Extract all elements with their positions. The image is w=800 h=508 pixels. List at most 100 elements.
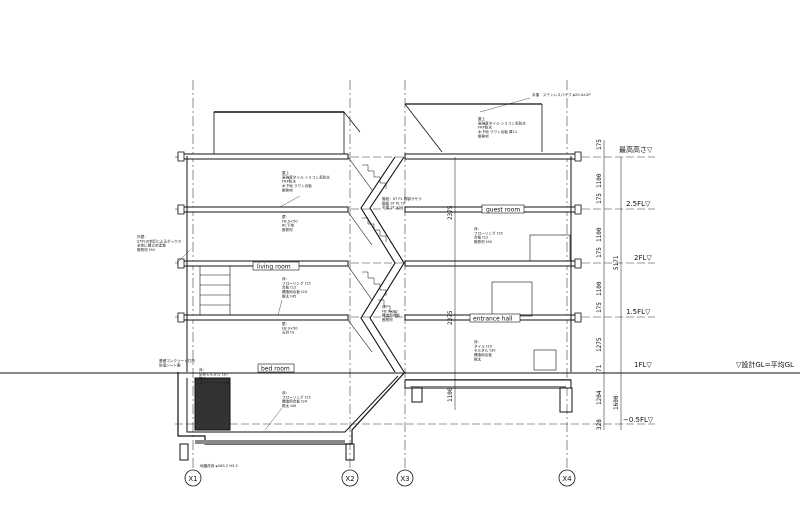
level-labels: 最高高さ▽ 2.5FL▽ 2FL▽ 1.5FL▽ 1FL▽ ▽設計GL=平均GL… bbox=[619, 145, 794, 424]
entrance-hall-label-box bbox=[469, 313, 521, 323]
handrail-slope bbox=[343, 111, 361, 133]
foundation-hatch bbox=[195, 440, 345, 444]
grid-label-x1: X1 bbox=[188, 475, 197, 483]
grid-bubbles: X1 X2 X3 X4 bbox=[184, 469, 576, 487]
leader bbox=[277, 299, 283, 316]
pier bbox=[559, 387, 573, 413]
dimension-chain-right bbox=[603, 140, 622, 430]
interior-elements bbox=[199, 234, 571, 371]
entrance-hatch bbox=[410, 386, 566, 388]
marker bbox=[177, 151, 185, 162]
level-label-2fl: 2FL▽ bbox=[634, 254, 652, 262]
dim-text: 175 bbox=[596, 302, 603, 313]
pile bbox=[179, 443, 189, 461]
treads bbox=[362, 271, 387, 296]
dim-text: 175 bbox=[596, 193, 603, 204]
slab-2fl-right bbox=[404, 260, 582, 267]
entrance-hall-label: entrance hall bbox=[473, 316, 513, 323]
bed-room-label: bed room bbox=[261, 366, 290, 373]
dim-text: 71 bbox=[596, 364, 603, 372]
dim-text: 175 bbox=[596, 139, 603, 150]
bed-room-label-box bbox=[257, 363, 295, 373]
marker bbox=[574, 204, 582, 215]
note-footing: 地盤改良 φ165.2 H3.5 bbox=[200, 463, 238, 468]
dimension-texts-right: 175 1100 175 1100 175 1100 175 1275 71 1… bbox=[596, 139, 620, 430]
marker bbox=[574, 151, 582, 162]
living-room-label-box bbox=[252, 261, 300, 271]
dim-total: 5171 bbox=[613, 255, 620, 270]
stair-rail bbox=[347, 211, 373, 246]
slab-top-left bbox=[177, 153, 349, 160]
grid-label-x4: X4 bbox=[562, 475, 572, 483]
dim-text: 1204 bbox=[596, 390, 603, 405]
treads bbox=[362, 217, 387, 242]
dim-text: 328 bbox=[596, 419, 603, 430]
basement-storage bbox=[194, 377, 231, 431]
basement-inner bbox=[186, 375, 399, 433]
slab-25fl-left bbox=[177, 206, 349, 213]
pier bbox=[411, 387, 423, 403]
grid-label-x2: X2 bbox=[345, 475, 354, 483]
grid-label-x3: X3 bbox=[400, 475, 409, 483]
dim-total: 1600 bbox=[613, 395, 620, 410]
leader bbox=[177, 249, 191, 263]
dim-center: 2375 bbox=[447, 205, 454, 220]
dim-center: 1100 bbox=[447, 387, 454, 402]
dim-text: 1100 bbox=[596, 227, 603, 242]
grid-lines bbox=[192, 80, 568, 470]
handrail-frame bbox=[213, 111, 345, 157]
note-soil: 基礎コンクリート打設防湿シート敷 bbox=[159, 358, 195, 367]
stair-stringer-left bbox=[360, 156, 396, 373]
level-label-gl: ▽設計GL=平均GL bbox=[736, 360, 794, 369]
grid-bubble-x4 bbox=[558, 469, 576, 487]
guest-room-label: guest room bbox=[486, 207, 520, 214]
central-stair bbox=[347, 156, 405, 373]
stair-rail bbox=[347, 156, 373, 191]
foundation bbox=[177, 371, 573, 461]
marker bbox=[177, 312, 185, 323]
right-handrail-slope bbox=[404, 103, 443, 153]
level-label-1.5fl: 1.5FL▽ bbox=[626, 308, 651, 316]
leader bbox=[279, 195, 301, 208]
dim-text: 175 bbox=[596, 247, 603, 258]
treads bbox=[362, 164, 387, 189]
leader bbox=[264, 407, 283, 431]
level-label-top: 最高高さ▽ bbox=[619, 145, 653, 154]
stair-treads bbox=[362, 164, 397, 318]
treads bbox=[378, 299, 397, 318]
leader-lines bbox=[177, 97, 531, 431]
pile bbox=[345, 443, 355, 461]
level-label-2.5fl: 2.5FL▽ bbox=[626, 200, 651, 208]
note-left-side: 外壁：STPLの刻印によるボックス全体に錆止め塗装断熱材 t50 bbox=[137, 234, 182, 252]
cabinet bbox=[491, 281, 533, 317]
stair-stringer-right bbox=[369, 156, 405, 373]
entrance-bench bbox=[533, 349, 557, 371]
marker bbox=[574, 258, 582, 269]
dim-text: 1100 bbox=[596, 173, 603, 188]
level-label-1fl: 1FL▽ bbox=[634, 361, 652, 369]
stair-rail bbox=[347, 265, 373, 301]
slab-top-right bbox=[404, 153, 582, 160]
note-top-pipe: 手摺 ステンレスパイプ φ25.4×2P bbox=[532, 92, 591, 97]
dimension-texts-center: 2375 2375 1100 bbox=[447, 205, 454, 402]
grid-bubble-x1 bbox=[184, 469, 202, 487]
dim-text: 1275 bbox=[596, 337, 603, 352]
dim-center: 2375 bbox=[447, 310, 454, 325]
living-room-label: living room bbox=[257, 264, 291, 271]
grid-bubble-x3 bbox=[396, 469, 414, 487]
leader bbox=[479, 97, 531, 113]
slab-15fl-left bbox=[177, 314, 349, 321]
grid-bubble-x2 bbox=[341, 469, 359, 487]
exterior-walls bbox=[186, 156, 572, 372]
dim-text: 1100 bbox=[596, 281, 603, 296]
room-labels: living room guest room entrance hall bed… bbox=[252, 204, 525, 373]
stair-rail bbox=[347, 319, 373, 353]
